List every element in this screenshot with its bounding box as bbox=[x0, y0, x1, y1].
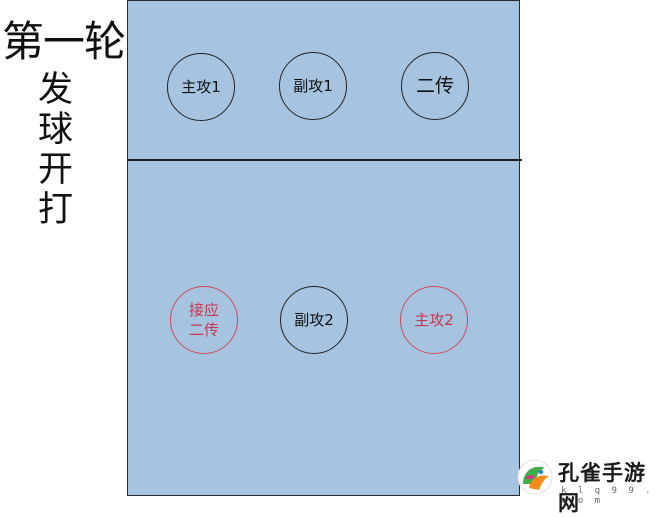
watermark-url: k l q 9 9 . c o m bbox=[561, 486, 654, 506]
peacock-logo-icon bbox=[517, 459, 553, 495]
round-title: 第一轮 bbox=[2, 17, 126, 66]
player-label: 副攻2 bbox=[294, 311, 334, 329]
player-label: 主攻2 bbox=[414, 311, 454, 329]
serve-caption-char: 打 bbox=[38, 190, 74, 230]
player-back-right: 主攻2 bbox=[400, 286, 468, 354]
player-label: 二传 bbox=[415, 75, 454, 97]
serve-caption: 发 球 开 打 bbox=[38, 70, 78, 230]
player-front-right: 二传 bbox=[401, 52, 469, 120]
player-label: 主攻1 bbox=[181, 78, 221, 96]
player-label: 接应 二传 bbox=[188, 301, 219, 339]
player-label: 副攻1 bbox=[293, 77, 333, 95]
serve-caption-char: 发 bbox=[38, 70, 74, 110]
court-net-line bbox=[127, 159, 522, 161]
player-front-left: 主攻1 bbox=[167, 53, 235, 121]
serve-caption-char: 球 bbox=[38, 110, 74, 150]
site-watermark: 孔雀手游网 k l q 9 9 . c o m bbox=[515, 456, 667, 515]
player-front-middle: 副攻1 bbox=[279, 52, 347, 120]
player-back-left: 接应 二传 bbox=[170, 286, 238, 354]
player-back-middle: 副攻2 bbox=[280, 286, 348, 354]
serve-caption-char: 开 bbox=[38, 150, 74, 190]
